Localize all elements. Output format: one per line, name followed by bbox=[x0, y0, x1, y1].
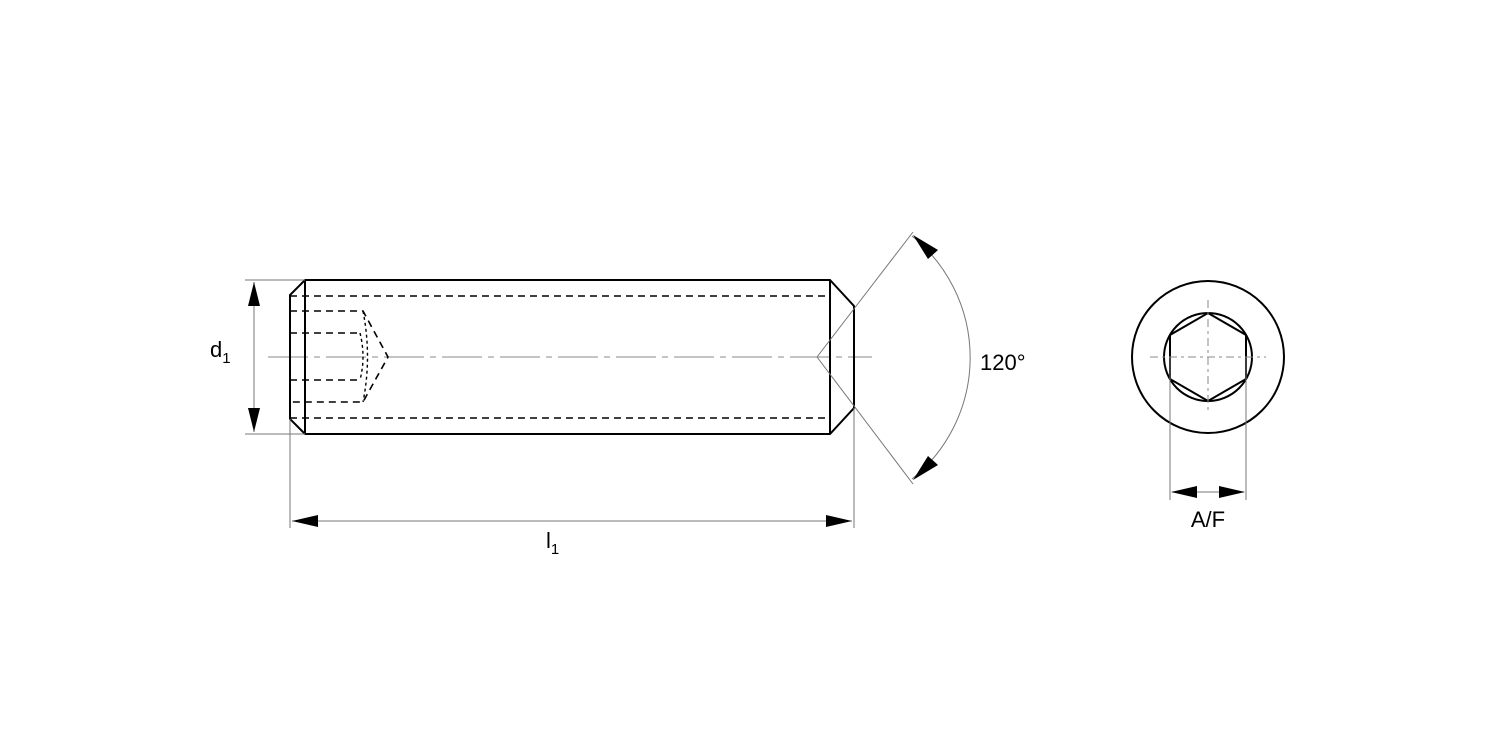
arrow-icon bbox=[913, 235, 938, 259]
outer-circle bbox=[1131, 280, 1285, 434]
end-view: A/F bbox=[1131, 280, 1285, 532]
angle-label: 120° bbox=[980, 350, 1026, 375]
arrow-icon bbox=[1171, 486, 1197, 498]
socket-curve-hidden bbox=[359, 310, 369, 403]
length-label: l1 bbox=[546, 528, 559, 558]
arrow-icon bbox=[1219, 486, 1245, 498]
arrow-icon bbox=[292, 515, 318, 527]
arrow-icon bbox=[826, 515, 852, 527]
dimension-angle: 120° bbox=[816, 231, 1026, 485]
side-view bbox=[268, 279, 872, 435]
socket-hidden bbox=[290, 310, 389, 403]
dimension-l1: l1 bbox=[289, 408, 855, 558]
arrow-icon bbox=[913, 456, 938, 480]
arrow-icon bbox=[248, 408, 260, 432]
across-flats-label: A/F bbox=[1191, 507, 1225, 532]
diameter-label: d1 bbox=[210, 337, 231, 367]
dimension-d1: d1 bbox=[210, 279, 305, 435]
arrow-icon bbox=[248, 282, 260, 306]
